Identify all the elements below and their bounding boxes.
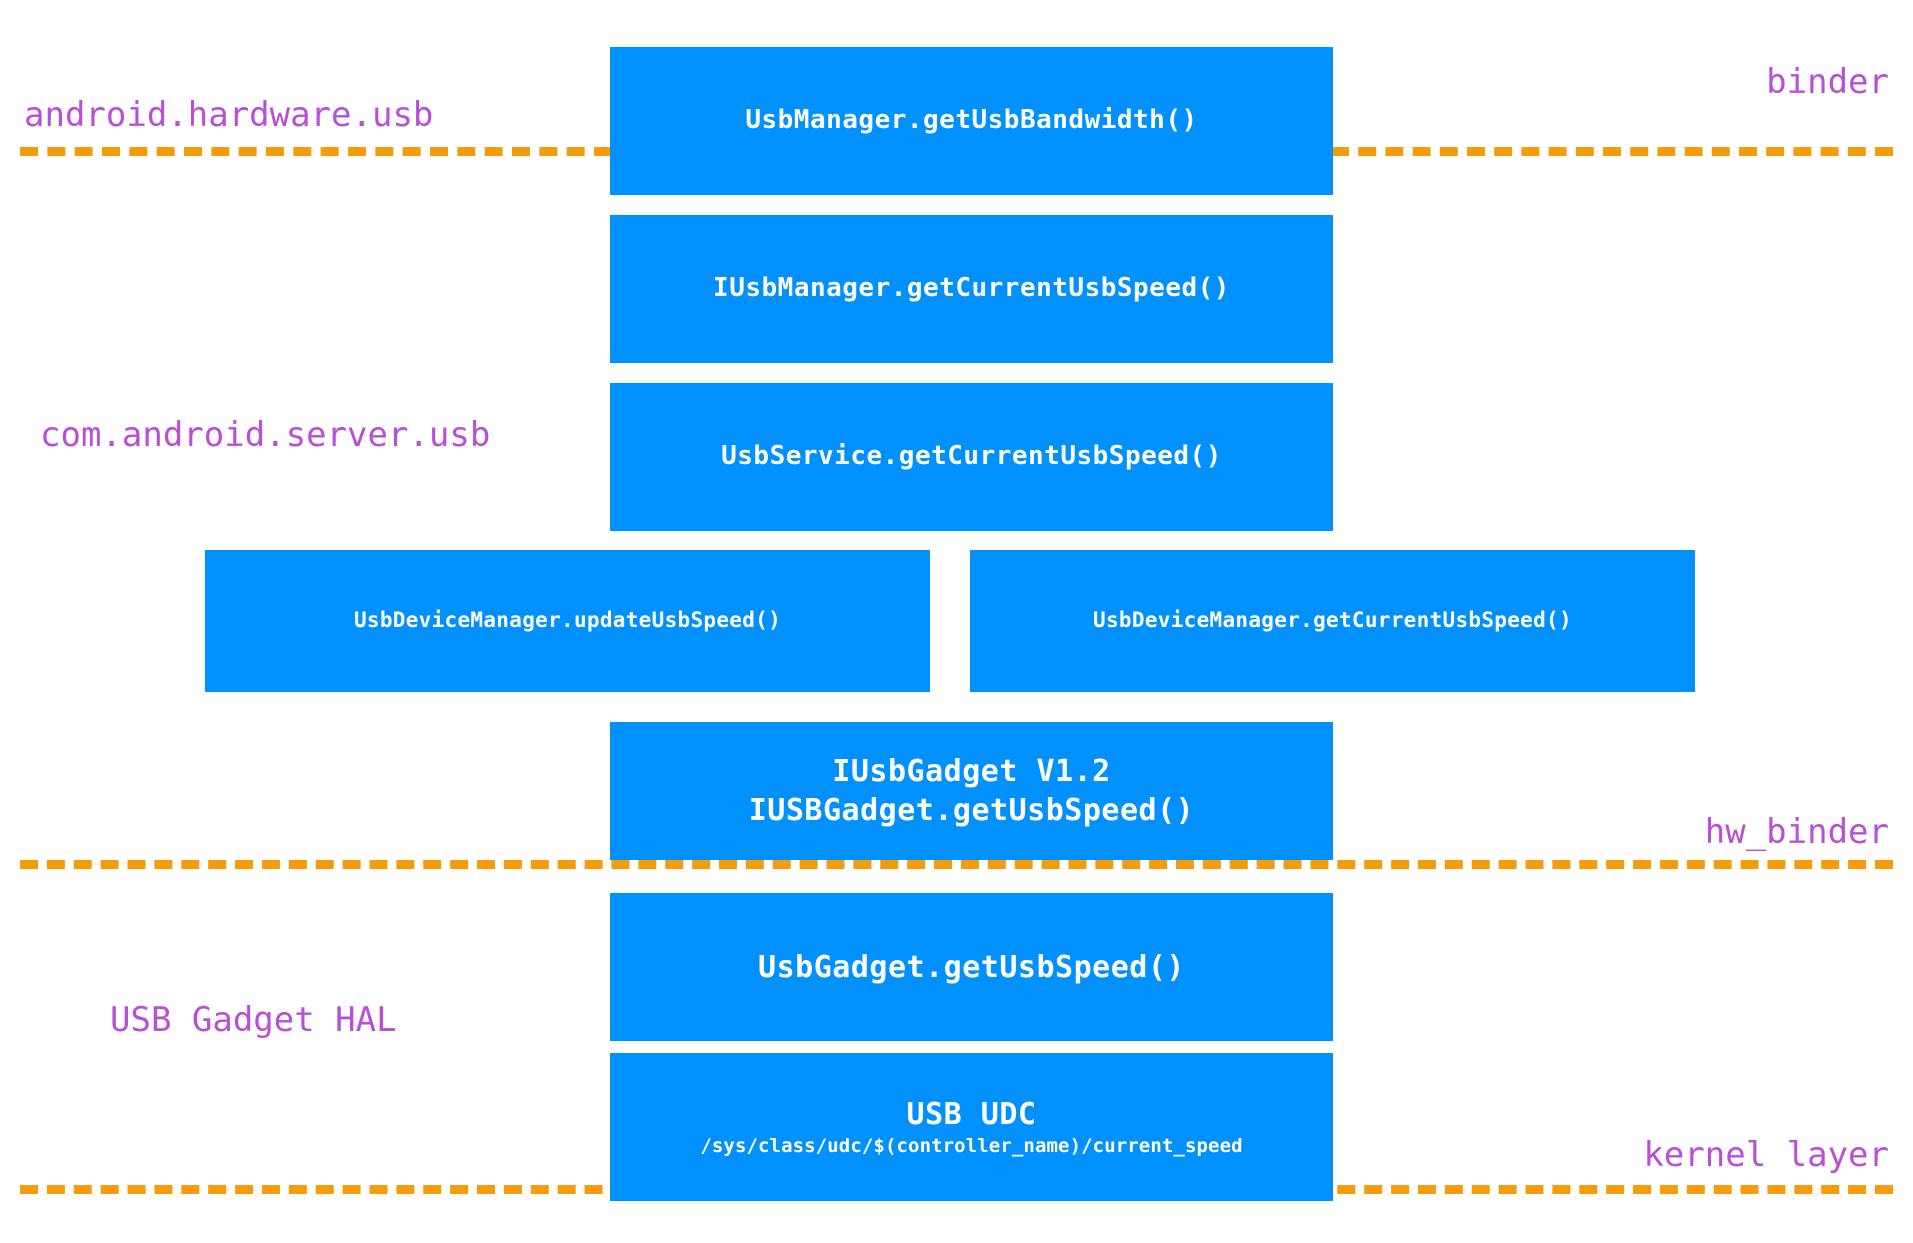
box-line-secondary: IUSBGadget.getUsbSpeed() xyxy=(748,793,1195,828)
box-iusbmanager-getcurrentusbspeed[interactable]: IUsbManager.getCurrentUsbSpeed() xyxy=(610,215,1333,363)
layer-label-com-android-server-usb: com.android.server.usb xyxy=(40,415,491,455)
box-line-secondary: /sys/class/udc/$(controller_name)/curren… xyxy=(700,1135,1243,1158)
layer-label-binder: binder xyxy=(1766,62,1889,102)
box-usbservice-getcurrentusbspeed[interactable]: UsbService.getCurrentUsbSpeed() xyxy=(610,383,1333,531)
box-usbdevicemanager-getcurrentusbspeed[interactable]: UsbDeviceManager.getCurrentUsbSpeed() xyxy=(970,550,1695,692)
box-usb-udc[interactable]: USB UDC /sys/class/udc/$(controller_name… xyxy=(610,1053,1333,1201)
box-line-primary: USB UDC xyxy=(906,1097,1037,1133)
box-line-primary: UsbManager.getUsbBandwidth() xyxy=(745,105,1198,136)
box-line-primary: IUsbGadget V1.2 xyxy=(832,754,1111,789)
layer-label-hw-binder: hw_binder xyxy=(1704,812,1889,852)
layer-label-usb-gadget-hal: USB Gadget HAL xyxy=(110,1000,397,1040)
box-line-primary: UsbService.getCurrentUsbSpeed() xyxy=(721,441,1222,472)
box-iusbgadget-v12[interactable]: IUsbGadget V1.2 IUSBGadget.getUsbSpeed() xyxy=(610,722,1333,860)
layer-label-android-hardware-usb: android.hardware.usb xyxy=(24,95,434,135)
box-line-primary: UsbDeviceManager.updateUsbSpeed() xyxy=(353,608,782,633)
box-line-primary: IUsbManager.getCurrentUsbSpeed() xyxy=(713,273,1230,304)
box-usbdevicemanager-updateusbspeed[interactable]: UsbDeviceManager.updateUsbSpeed() xyxy=(205,550,930,692)
box-line-primary: UsbDeviceManager.getCurrentUsbSpeed() xyxy=(1093,608,1572,633)
box-line-primary: UsbGadget.getUsbSpeed() xyxy=(758,949,1185,985)
separator-binder-left xyxy=(20,147,612,156)
box-usbgadget-getusbspeed[interactable]: UsbGadget.getUsbSpeed() xyxy=(610,893,1333,1041)
separator-binder-right xyxy=(1331,147,1893,156)
layer-label-kernel-layer: kernel layer xyxy=(1643,1135,1889,1175)
box-usbmanager-getusbbandwidth[interactable]: UsbManager.getUsbBandwidth() xyxy=(610,47,1333,195)
separator-hw-binder xyxy=(20,860,1893,869)
